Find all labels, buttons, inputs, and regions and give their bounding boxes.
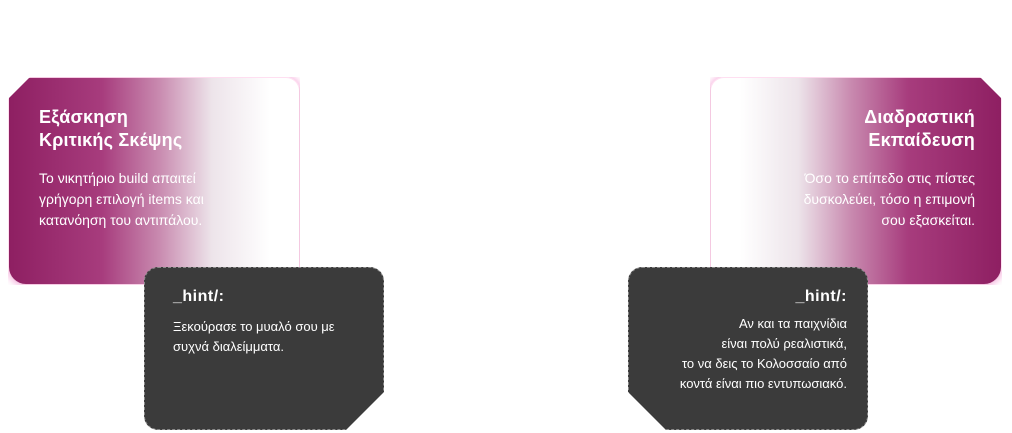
card-title-line: Διαδραστική xyxy=(864,107,975,127)
hint-box-left: _hint/: Ξεκούρασε το μυαλό σου με συχνά … xyxy=(144,267,384,430)
card-text-line: γρήγορη επιλογή items και xyxy=(39,191,204,207)
card-text-line: δυσκολεύει, τόσο η επιμονή xyxy=(803,191,975,207)
hint-text-line: Ξεκούρασε το μυαλό σου με xyxy=(173,319,335,334)
hint-title: _hint/: xyxy=(173,288,225,305)
card-description: Όσο το επίπεδο στις πίστες δυσκολεύει, τ… xyxy=(725,168,975,231)
card-title: Διαδραστική Εκπαίδευση xyxy=(864,106,975,152)
card-title-line: Εκπαίδευση xyxy=(868,130,975,150)
hint-text-line: το να δεις το Κολοσσαίο από xyxy=(681,356,847,371)
card-description: Το νικητήριο build απαιτεί γρήγορη επιλο… xyxy=(39,168,279,231)
card-title: Εξάσκηση Κριτικής Σκέψης xyxy=(39,106,182,152)
hint-title: _hint/: xyxy=(795,288,847,305)
hint-box-right: _hint/: Αν και τα παιχνίδια είναι πολύ ρ… xyxy=(628,267,868,430)
card-text-line: κατανόηση του αντιπάλου. xyxy=(39,212,203,228)
hint-text-line: Αν και τα παιχνίδια xyxy=(738,316,847,331)
hint-text-line: κοντά είναι πιο εντυπωσιακό. xyxy=(679,376,847,391)
hint-text-line: συχνά διαλείμματα. xyxy=(173,339,284,354)
critical-thinking-card: Εξάσκηση Κριτικής Σκέψης Το νικητήριο bu… xyxy=(8,77,300,285)
card-text-line: σου εξασκείται. xyxy=(881,212,975,228)
card-text-line: Το νικητήριο build απαιτεί xyxy=(39,170,196,186)
hint-text: Αν και τα παιχνίδια είναι πολύ ρεαλιστικ… xyxy=(680,314,847,394)
card-title-line: Εξάσκηση xyxy=(39,107,129,127)
interactive-training-card: Διαδραστική Εκπαίδευση Όσο το επίπεδο στ… xyxy=(710,77,1002,285)
hint-text: Ξεκούρασε το μυαλό σου με συχνά διαλείμμ… xyxy=(173,317,335,357)
hint-text-line: είναι πολύ ρεαλιστικά, xyxy=(721,336,847,351)
card-text-line: Όσο το επίπεδο στις πίστες xyxy=(804,170,975,186)
card-title-line: Κριτικής Σκέψης xyxy=(39,130,183,150)
